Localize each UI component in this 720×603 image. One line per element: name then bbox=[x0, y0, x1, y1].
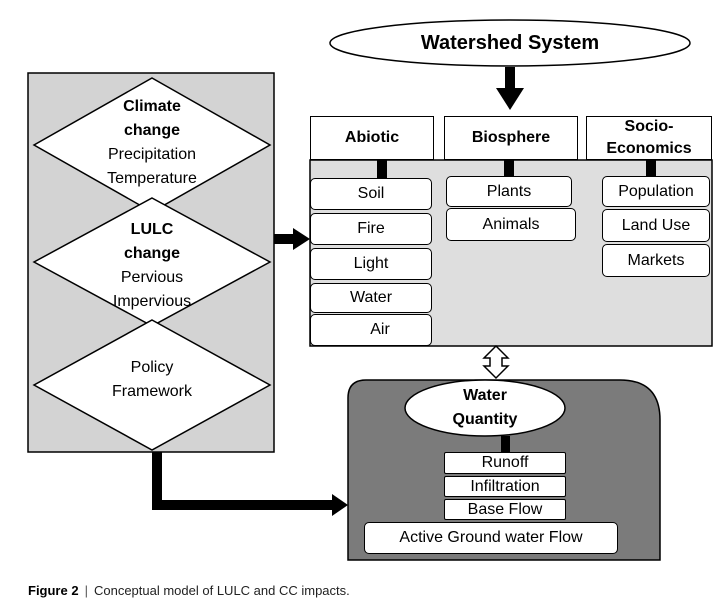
connector-water-quantity bbox=[501, 436, 510, 452]
climate-change-text: Climate change Precipitation Temperature bbox=[72, 95, 232, 191]
policy-text: Policy Framework bbox=[72, 356, 232, 404]
biosphere-label: Biosphere bbox=[471, 129, 551, 146]
item-markets: Markets bbox=[602, 244, 710, 277]
item-soil: Soil bbox=[310, 178, 432, 210]
heading-biosphere: Biosphere bbox=[444, 116, 578, 160]
item-water: Water bbox=[310, 283, 432, 313]
water-quantity-title: Water Quantity bbox=[405, 384, 565, 432]
socio-label: Socio- bbox=[624, 118, 674, 135]
figure-caption: Figure 2 | Conceptual model of LULC and CC… bbox=[28, 583, 350, 598]
lulc-change-label: change bbox=[123, 245, 180, 262]
connector-biosphere bbox=[504, 160, 514, 178]
quantity-label: Quantity bbox=[452, 411, 518, 428]
item-land-use: Land Use bbox=[602, 209, 710, 242]
item-base-flow: Base Flow bbox=[444, 499, 566, 520]
heading-socioeconomics: Socio- Economics bbox=[586, 116, 712, 160]
arrow-system-down bbox=[496, 67, 524, 110]
caption-separator: | bbox=[84, 583, 88, 598]
figure-label: Figure 2 bbox=[28, 583, 79, 598]
framework-label: Framework bbox=[111, 383, 192, 400]
connector-abiotic bbox=[377, 160, 387, 178]
lulc-label: LULC bbox=[130, 221, 174, 238]
diamond-policy bbox=[32, 319, 272, 451]
item-runoff: Runoff bbox=[444, 452, 566, 474]
item-fire: Fire bbox=[310, 213, 432, 245]
water-label: Water bbox=[463, 387, 507, 404]
policy-label: Policy bbox=[130, 359, 174, 376]
watershed-system-title: Watershed System bbox=[420, 31, 600, 54]
arrow-policy-to-water bbox=[152, 452, 348, 516]
abiotic-label: Abiotic bbox=[344, 129, 400, 146]
item-light: Light bbox=[310, 248, 432, 280]
heading-abiotic: Abiotic bbox=[310, 116, 434, 160]
arrow-drivers-right bbox=[274, 228, 310, 250]
temperature-label: Temperature bbox=[107, 170, 197, 187]
water-quantity-ellipse bbox=[404, 379, 566, 437]
connector-socioeconomics bbox=[646, 160, 656, 178]
economics-label: Economics bbox=[606, 140, 692, 157]
lulc-change-text: LULC change Pervious Impervious bbox=[72, 218, 232, 314]
item-animals: Animals bbox=[446, 208, 576, 241]
pervious-label: Pervious bbox=[120, 269, 184, 286]
double-arrow-icon bbox=[482, 344, 510, 380]
change-label: change bbox=[123, 122, 180, 139]
watershed-system-ellipse bbox=[329, 19, 691, 67]
item-air: Air bbox=[310, 314, 432, 346]
caption-text: Conceptual model of LULC and CC impacts. bbox=[93, 583, 350, 598]
item-active-ground-water-flow: Active Ground water Flow bbox=[364, 522, 618, 554]
item-population: Population bbox=[602, 176, 710, 207]
climate-label: Climate bbox=[123, 98, 181, 115]
impervious-label: Impervious bbox=[112, 293, 192, 310]
item-plants: Plants bbox=[446, 176, 572, 207]
precipitation-label: Precipitation bbox=[107, 146, 197, 163]
item-infiltration: Infiltration bbox=[444, 476, 566, 497]
